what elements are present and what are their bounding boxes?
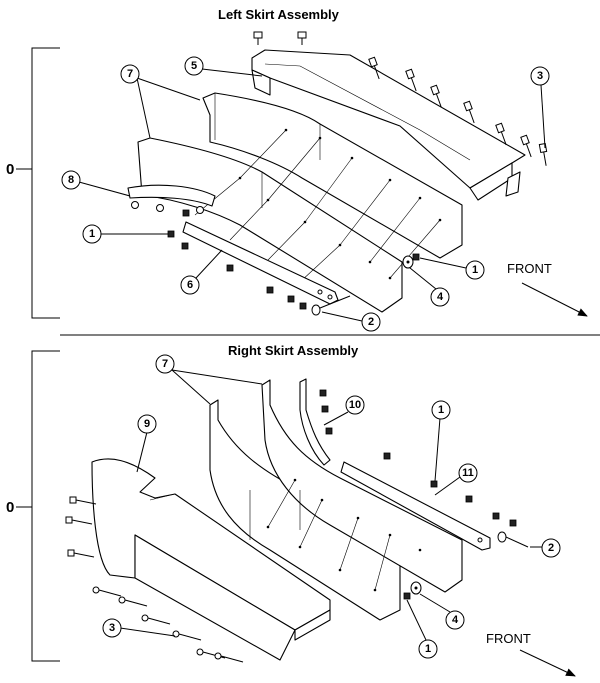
left-front-label: FRONT xyxy=(507,261,552,276)
callout-3-right xyxy=(102,618,122,638)
part-7-right-skirts xyxy=(209,379,463,621)
left-pin-2 xyxy=(311,295,351,316)
callout-2 xyxy=(361,312,381,332)
left-front-arrow xyxy=(521,282,588,317)
right-washer-4 xyxy=(410,581,422,595)
callout-9 xyxy=(137,414,157,434)
right-assembly-title: Right Skirt Assembly xyxy=(228,343,359,358)
left-bolts-3 xyxy=(253,31,548,166)
callout-1-right-top xyxy=(431,400,451,420)
svg-text:7: 7 xyxy=(162,358,168,370)
left-nuts-1 xyxy=(167,209,420,310)
svg-text:5: 5 xyxy=(191,60,197,72)
left-assembly-title: Left Skirt Assembly xyxy=(218,7,340,22)
svg-text:1: 1 xyxy=(472,264,478,276)
part-10-bracket xyxy=(299,378,333,466)
svg-text:11: 11 xyxy=(462,467,474,479)
callout-6 xyxy=(180,275,200,295)
callout-3 xyxy=(530,66,550,86)
svg-text:1: 1 xyxy=(425,643,431,655)
svg-text:8: 8 xyxy=(68,174,74,186)
right-nuts-1 xyxy=(383,452,517,600)
callout-4 xyxy=(430,287,450,307)
left-skirt-assembly: Left Skirt Assembly 0 xyxy=(6,7,588,332)
callout-7-right xyxy=(155,354,175,374)
part-11-bar xyxy=(340,461,491,551)
right-front-label: FRONT xyxy=(486,631,531,646)
callout-5 xyxy=(184,56,204,76)
part-7-skirts xyxy=(137,92,463,313)
svg-text:9: 9 xyxy=(144,418,150,430)
svg-text:4: 4 xyxy=(452,614,459,626)
right-pin-2 xyxy=(497,531,529,548)
svg-text:1: 1 xyxy=(438,404,444,416)
svg-text:3: 3 xyxy=(109,622,115,634)
left-washer-4 xyxy=(402,255,414,269)
left-callouts: 7 5 3 8 1 6 4 xyxy=(61,56,550,332)
callout-7 xyxy=(120,64,140,84)
left-level-bracket xyxy=(31,47,60,319)
svg-text:10: 10 xyxy=(349,399,361,411)
right-skirt-assembly: Right Skirt Assembly 0 xyxy=(6,343,576,677)
left-level-label: 0 xyxy=(6,161,14,178)
right-level-label: 0 xyxy=(6,499,14,516)
callout-4-right xyxy=(445,610,465,630)
svg-text:3: 3 xyxy=(537,70,543,82)
callout-1-right-bottom xyxy=(418,639,438,659)
right-bolts-3 xyxy=(65,496,244,663)
svg-text:7: 7 xyxy=(127,68,133,80)
callout-1b xyxy=(465,260,485,280)
right-callouts: 7 10 9 1 11 2 3 xyxy=(102,354,561,659)
svg-text:6: 6 xyxy=(187,279,193,291)
svg-text:2: 2 xyxy=(368,316,374,328)
part-5-channel xyxy=(251,49,526,201)
callout-2-right xyxy=(541,538,561,558)
svg-text:2: 2 xyxy=(548,542,554,554)
svg-text:4: 4 xyxy=(437,291,444,303)
part-8-bracket xyxy=(127,184,216,214)
callout-1 xyxy=(82,224,102,244)
part-9-cover xyxy=(91,458,331,661)
callout-8 xyxy=(61,170,81,190)
svg-text:1: 1 xyxy=(89,228,95,240)
right-front-arrow xyxy=(519,649,576,677)
right-level-bracket xyxy=(31,350,60,662)
callout-10 xyxy=(345,395,365,415)
callout-11 xyxy=(458,463,478,483)
